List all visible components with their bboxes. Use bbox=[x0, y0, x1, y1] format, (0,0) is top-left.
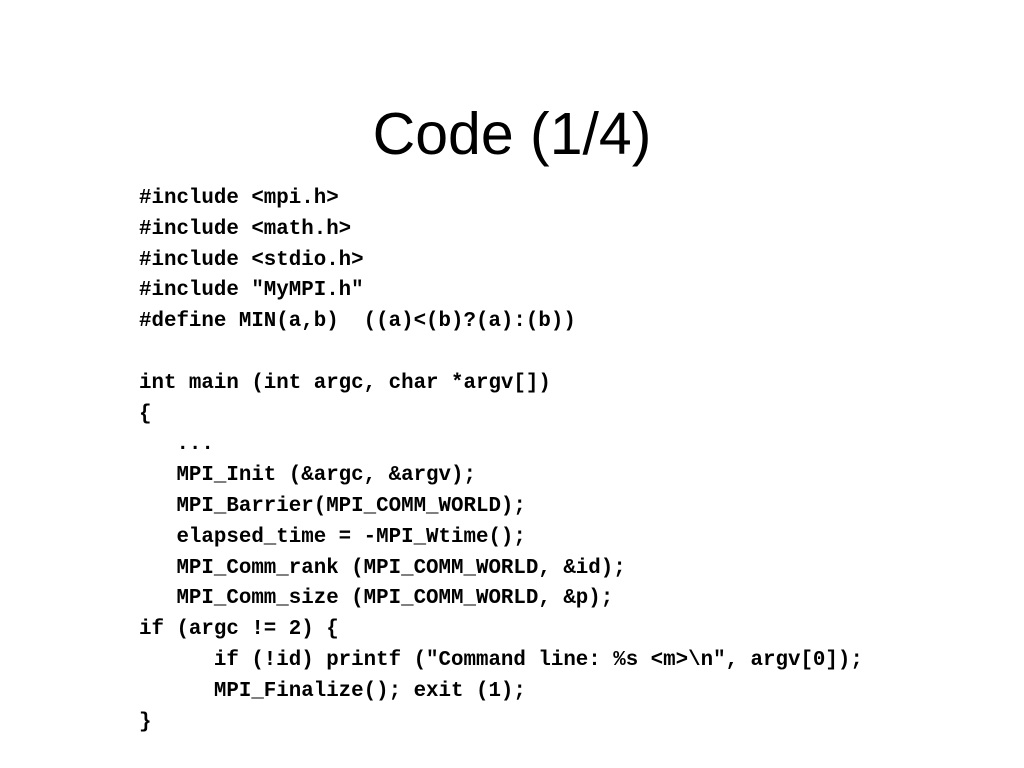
code-block: #include <mpi.h> #include <math.h> #incl… bbox=[139, 184, 1019, 738]
code-line-open-brace: { bbox=[139, 402, 152, 426]
code-line-include-mympi: #include "MyMPI.h" bbox=[139, 279, 364, 303]
slide-title: Code (1/4) bbox=[372, 101, 652, 167]
code-line-comm-size: MPI_Comm_size (MPI_COMM_WORLD, &p); bbox=[139, 587, 614, 611]
code-line-define-min: #define MIN(a,b) ((a)<(b)?(a):(b)) bbox=[139, 310, 576, 334]
code-line-elapsed-time: elapsed_time = -MPI_Wtime(); bbox=[139, 525, 526, 549]
code-line-include-math: #include <math.h> bbox=[139, 217, 352, 241]
code-line-mpi-barrier: MPI_Barrier(MPI_COMM_WORLD); bbox=[139, 494, 526, 518]
code-line-comm-rank: MPI_Comm_rank (MPI_COMM_WORLD, &id); bbox=[139, 556, 626, 580]
code-line-mpi-init: MPI_Init (&argc, &argv); bbox=[139, 464, 476, 488]
code-line-ellipsis: ... bbox=[139, 433, 214, 457]
code-line-if-argc: if (argc != 2) { bbox=[139, 618, 339, 642]
code-line-finalize-exit: MPI_Finalize(); exit (1); bbox=[139, 679, 526, 703]
code-line-include-stdio: #include <stdio.h> bbox=[139, 248, 364, 272]
code-line-blank bbox=[139, 338, 1019, 369]
code-line-include-mpi: #include <mpi.h> bbox=[139, 187, 339, 210]
code-line-printf: if (!id) printf ("Command line: %s <m>\n… bbox=[139, 648, 863, 672]
code-line-close-brace: } bbox=[139, 710, 152, 734]
code-line-main-signature: int main (int argc, char *argv[]) bbox=[139, 371, 551, 395]
